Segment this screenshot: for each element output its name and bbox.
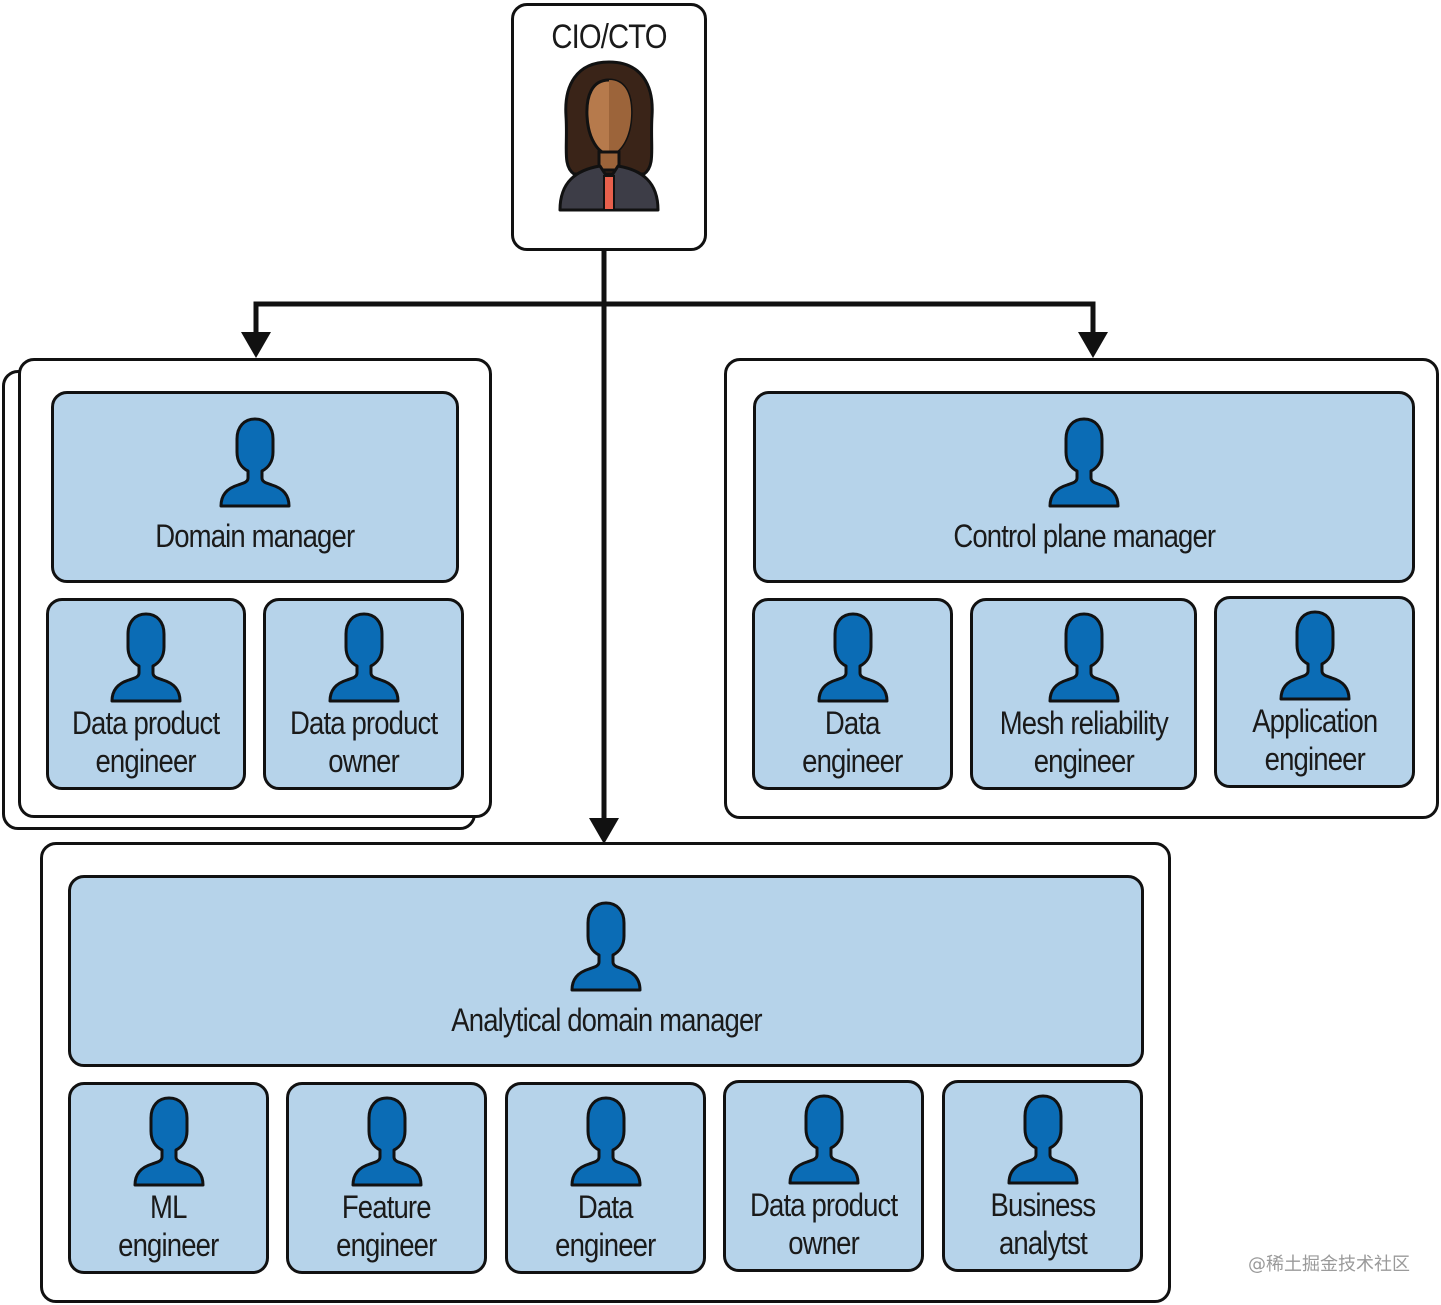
business-analyst-card: Business analytst [942, 1080, 1143, 1272]
member-label: Data product owner [289, 705, 438, 779]
person-icon [570, 901, 642, 992]
data-product-owner-card: Data product owner [263, 598, 464, 790]
member-label: Business analytst [990, 1187, 1096, 1261]
person-icon [328, 612, 399, 703]
cio-cto-node: CIO/CTO [511, 3, 707, 251]
analytical-manager-label: Analytical domain manager [450, 1002, 762, 1038]
member-label: Data product owner [749, 1187, 898, 1261]
person-icon [570, 1096, 641, 1187]
domain-manager-card: Domain manager [51, 391, 459, 583]
member-label: Application engineer [1251, 703, 1378, 777]
arrow-analytical [589, 818, 619, 844]
analytical-domain-manager-card: Analytical domain manager [68, 875, 1144, 1067]
control-plane-manager-card: Control plane manager [753, 391, 1415, 583]
person-icon [110, 612, 182, 703]
mesh-reliability-engineer-card: Mesh reliability engineer [970, 598, 1197, 790]
application-engineer-card: Application engineer [1214, 596, 1415, 788]
cio-cto-title: CIO/CTO [551, 18, 667, 56]
member-label: Data engineer [555, 1189, 656, 1263]
person-icon [1048, 612, 1119, 703]
person-icon [1048, 417, 1120, 508]
person-icon [133, 1096, 204, 1187]
member-label: Data product engineer [72, 705, 220, 779]
arrow-control-plane [1078, 332, 1108, 358]
person-icon [1007, 1094, 1078, 1185]
member-label: Feature engineer [336, 1189, 437, 1263]
data-product-engineer-card: Data product engineer [46, 598, 246, 790]
control-plane-manager-label: Control plane manager [953, 518, 1216, 554]
person-icon [219, 417, 291, 508]
person-icon [351, 1096, 422, 1187]
member-label: Data engineer [802, 705, 903, 779]
executive-avatar-icon [558, 60, 660, 212]
data-engineer-card-analytical: Data engineer [505, 1082, 706, 1274]
person-icon [788, 1094, 859, 1185]
watermark: @稀土掘金技术社区 [1248, 1254, 1410, 1275]
ml-engineer-card: ML engineer [68, 1082, 269, 1274]
person-icon [1279, 610, 1350, 701]
domain-manager-label: Domain manager [155, 518, 355, 554]
member-label: ML engineer [118, 1189, 219, 1263]
person-icon [817, 612, 888, 703]
member-label: Mesh reliability engineer [999, 705, 1168, 779]
data-product-owner-card-analytical: Data product owner [723, 1080, 924, 1272]
data-engineer-card: Data engineer [752, 598, 953, 790]
arrow-domain [241, 332, 271, 358]
feature-engineer-card: Feature engineer [286, 1082, 487, 1274]
